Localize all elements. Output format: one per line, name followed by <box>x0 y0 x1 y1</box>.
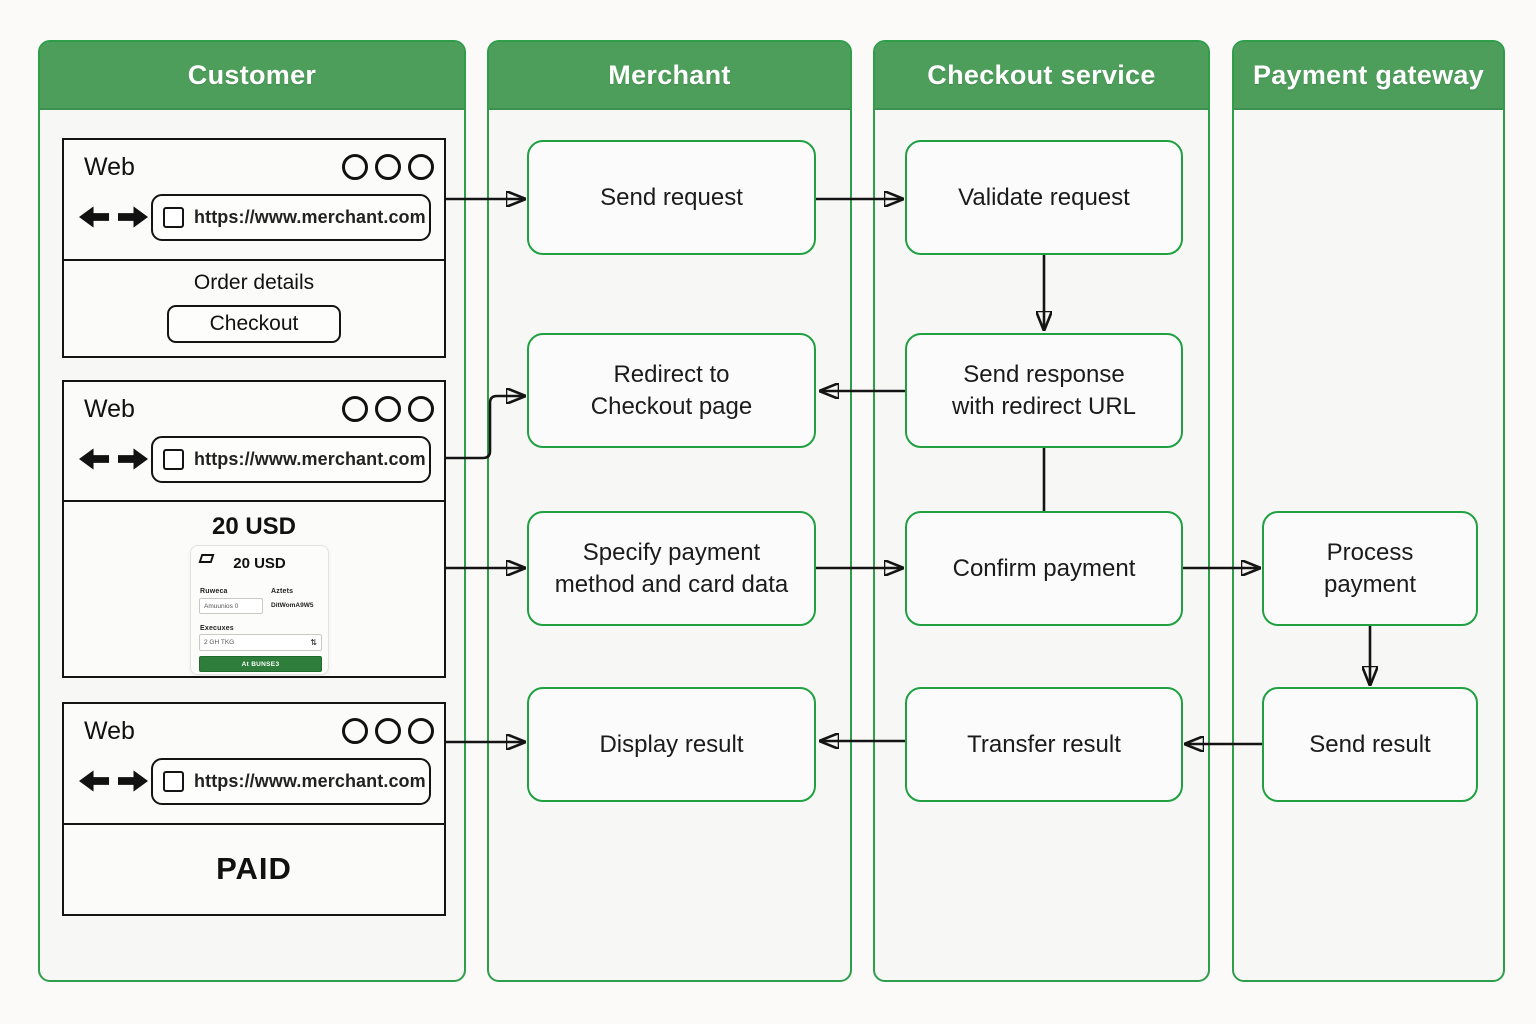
node-process-payment: Process payment <box>1262 511 1478 626</box>
node-send-request-label: Send request <box>600 183 743 211</box>
browser-app-label: Web <box>84 153 135 181</box>
secure-site-checkbox-icon <box>163 449 184 470</box>
browser-2-content: 20 USD 20 USD Ruweca Aztets Amuunios 0 D… <box>64 500 444 676</box>
card-amount: 20 USD <box>233 555 286 572</box>
window-controls <box>342 154 434 180</box>
node-display-result-label: Display result <box>599 730 744 758</box>
amount-field-label: Execuxes <box>200 625 234 632</box>
node-confirm-payment: Confirm payment <box>905 511 1183 626</box>
node-display-result: Display result <box>527 687 816 802</box>
back-arrow-icon[interactable] <box>79 770 110 792</box>
node-redirect-to-checkout-page: Redirect to Checkout page <box>527 333 816 448</box>
card-number-field[interactable]: Amuunios 0 <box>199 598 263 614</box>
back-arrow-icon[interactable] <box>79 206 110 228</box>
node-transfer-result: Transfer result <box>905 687 1183 802</box>
browser-1-content: Order details Checkout <box>64 259 444 356</box>
lane-payment-gateway-header: Payment gateway <box>1234 42 1503 110</box>
card-expiry-label: Aztets <box>271 588 294 595</box>
node-send-response: Send response with redirect URL <box>905 333 1183 448</box>
url-text: https://www.merchant.com <box>194 771 426 791</box>
back-arrow-icon[interactable] <box>79 448 110 470</box>
window-control-dot[interactable] <box>375 154 401 180</box>
amount-heading: 20 USD <box>211 513 297 540</box>
url-text: https://www.merchant.com <box>194 207 426 227</box>
forward-arrow-icon[interactable] <box>118 770 149 792</box>
amount-spinner-icon[interactable]: ⇅ <box>310 638 317 647</box>
lane-customer-title: Customer <box>187 59 317 90</box>
node-transfer-result-label: Transfer result <box>967 730 1121 758</box>
forward-arrow-icon[interactable] <box>118 448 149 470</box>
window-control-dot[interactable] <box>342 154 368 180</box>
url-bar[interactable]: https://www.merchant.com <box>151 436 431 483</box>
window-controls <box>342 396 434 422</box>
node-validate-request: Validate request <box>905 140 1183 255</box>
secure-site-checkbox-icon <box>163 771 184 792</box>
card-number-value: Amuunios 0 <box>204 602 239 610</box>
url-bar[interactable]: https://www.merchant.com <box>151 194 431 241</box>
window-control-dot[interactable] <box>342 718 368 744</box>
browser-3-content: PAID <box>64 823 444 914</box>
card-number-label: Ruweca <box>200 588 228 595</box>
browser-nav <box>79 770 149 792</box>
window-control-dot[interactable] <box>408 396 434 422</box>
node-redirect-label: Redirect to Checkout page <box>590 360 753 420</box>
node-send-response-label: Send response with redirect URL <box>951 360 1137 420</box>
lane-checkout-service-title: Checkout service <box>927 59 1156 90</box>
url-text: https://www.merchant.com <box>194 449 426 469</box>
lane-checkout-service-header: Checkout service <box>875 42 1208 110</box>
amount-field[interactable]: 2 GH TKG ⇅ <box>199 634 322 651</box>
lane-merchant-header: Merchant <box>489 42 850 110</box>
node-send-result: Send result <box>1262 687 1478 802</box>
node-send-request: Send request <box>527 140 816 255</box>
browser-nav <box>79 206 149 228</box>
browser-nav <box>79 448 149 470</box>
lane-customer-header: Customer <box>40 42 464 110</box>
payment-card-panel: 20 USD Ruweca Aztets Amuunios 0 DitWomA9… <box>190 545 329 675</box>
browser-window-2: Web https://www.merchant.com 20 USD 20 U… <box>62 380 446 678</box>
secure-site-checkbox-icon <box>163 207 184 228</box>
node-confirm-payment-label: Confirm payment <box>952 554 1136 582</box>
amount-field-value: 2 GH TKG <box>204 639 235 646</box>
window-control-dot[interactable] <box>375 718 401 744</box>
window-controls <box>342 718 434 744</box>
browser-app-label: Web <box>84 717 135 745</box>
window-control-dot[interactable] <box>408 154 434 180</box>
pay-button[interactable]: At BUNSE3 <box>199 656 322 672</box>
url-bar[interactable]: https://www.merchant.com <box>151 758 431 805</box>
lane-payment-gateway-title: Payment gateway <box>1252 59 1485 90</box>
node-specify-payment-method: Specify payment method and card data <box>527 511 816 626</box>
paid-status: PAID <box>216 851 292 886</box>
node-validate-request-label: Validate request <box>958 183 1130 211</box>
browser-window-1: Web https://www.merchant.com Order detai… <box>62 138 446 358</box>
checkout-button[interactable]: Checkout <box>167 305 341 343</box>
node-send-result-label: Send result <box>1309 730 1431 758</box>
lane-merchant-title: Merchant <box>608 59 731 90</box>
node-process-payment-label: Process payment <box>1323 538 1417 598</box>
window-control-dot[interactable] <box>375 396 401 422</box>
window-control-dot[interactable] <box>408 718 434 744</box>
node-specify-label: Specify payment method and card data <box>554 538 789 598</box>
order-details-heading: Order details <box>193 271 315 294</box>
window-control-dot[interactable] <box>342 396 368 422</box>
card-expiry-value: DitWomA9W5 <box>271 602 314 609</box>
browser-app-label: Web <box>84 395 135 423</box>
browser-window-3: Web https://www.merchant.com PAID <box>62 702 446 916</box>
forward-arrow-icon[interactable] <box>118 206 149 228</box>
